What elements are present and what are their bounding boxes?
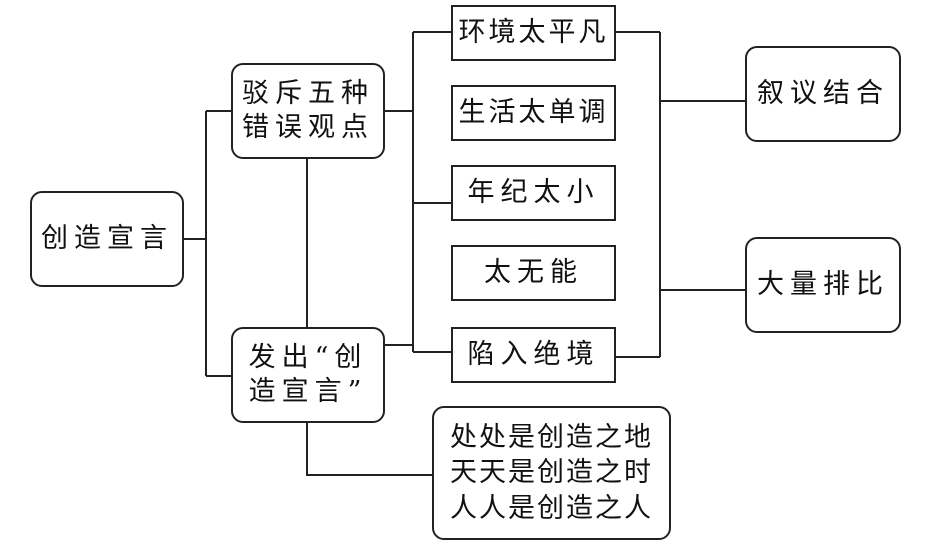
branch-declare-node: 发出“创 造宣言” bbox=[231, 327, 385, 423]
connector-root-branches bbox=[183, 110, 231, 377]
declaration-line-2: 天天是创造之时 bbox=[450, 457, 653, 489]
error-node-age: 年纪太小 bbox=[451, 165, 616, 221]
declaration-line-3: 人人是创造之人 bbox=[450, 492, 653, 524]
error-label: 环境太平凡 bbox=[458, 17, 609, 49]
branch-refute-line-2: 错误观点 bbox=[242, 112, 374, 143]
technique-label: 叙议结合 bbox=[757, 78, 889, 110]
error-node-life: 生活太单调 bbox=[451, 85, 616, 141]
declaration-node: 处处是创造之地 天天是创造之时 人人是创造之人 bbox=[432, 406, 671, 540]
error-node-incapable: 太无能 bbox=[451, 245, 616, 301]
error-node-environment: 环境太平凡 bbox=[451, 5, 616, 61]
technique-node-narrative: 叙议结合 bbox=[745, 46, 901, 142]
root-node: 创造宣言 bbox=[30, 191, 184, 287]
error-node-desperate: 陷入绝境 bbox=[451, 327, 616, 383]
technique-node-parallelism: 大量排比 bbox=[745, 237, 901, 333]
branch-declare-line-2: 造宣言” bbox=[248, 376, 368, 407]
connector-declaration bbox=[306, 422, 432, 476]
connector-errors-left bbox=[384, 31, 451, 353]
branch-declare-line-1: 发出“创 bbox=[248, 342, 368, 374]
error-label: 年纪太小 bbox=[467, 177, 600, 209]
branch-refute-line-1: 驳斥五种 bbox=[242, 78, 374, 110]
error-label: 生活太单调 bbox=[458, 97, 609, 129]
technique-label: 大量排比 bbox=[757, 269, 889, 301]
error-label: 太无能 bbox=[484, 257, 583, 289]
declaration-line-1: 处处是创造之地 bbox=[450, 422, 653, 454]
connector-errors-right bbox=[615, 31, 745, 358]
error-label: 陷入绝境 bbox=[467, 339, 600, 371]
branch-refute-node: 驳斥五种 错误观点 bbox=[231, 63, 385, 159]
root-label: 创造宣言 bbox=[41, 223, 173, 255]
